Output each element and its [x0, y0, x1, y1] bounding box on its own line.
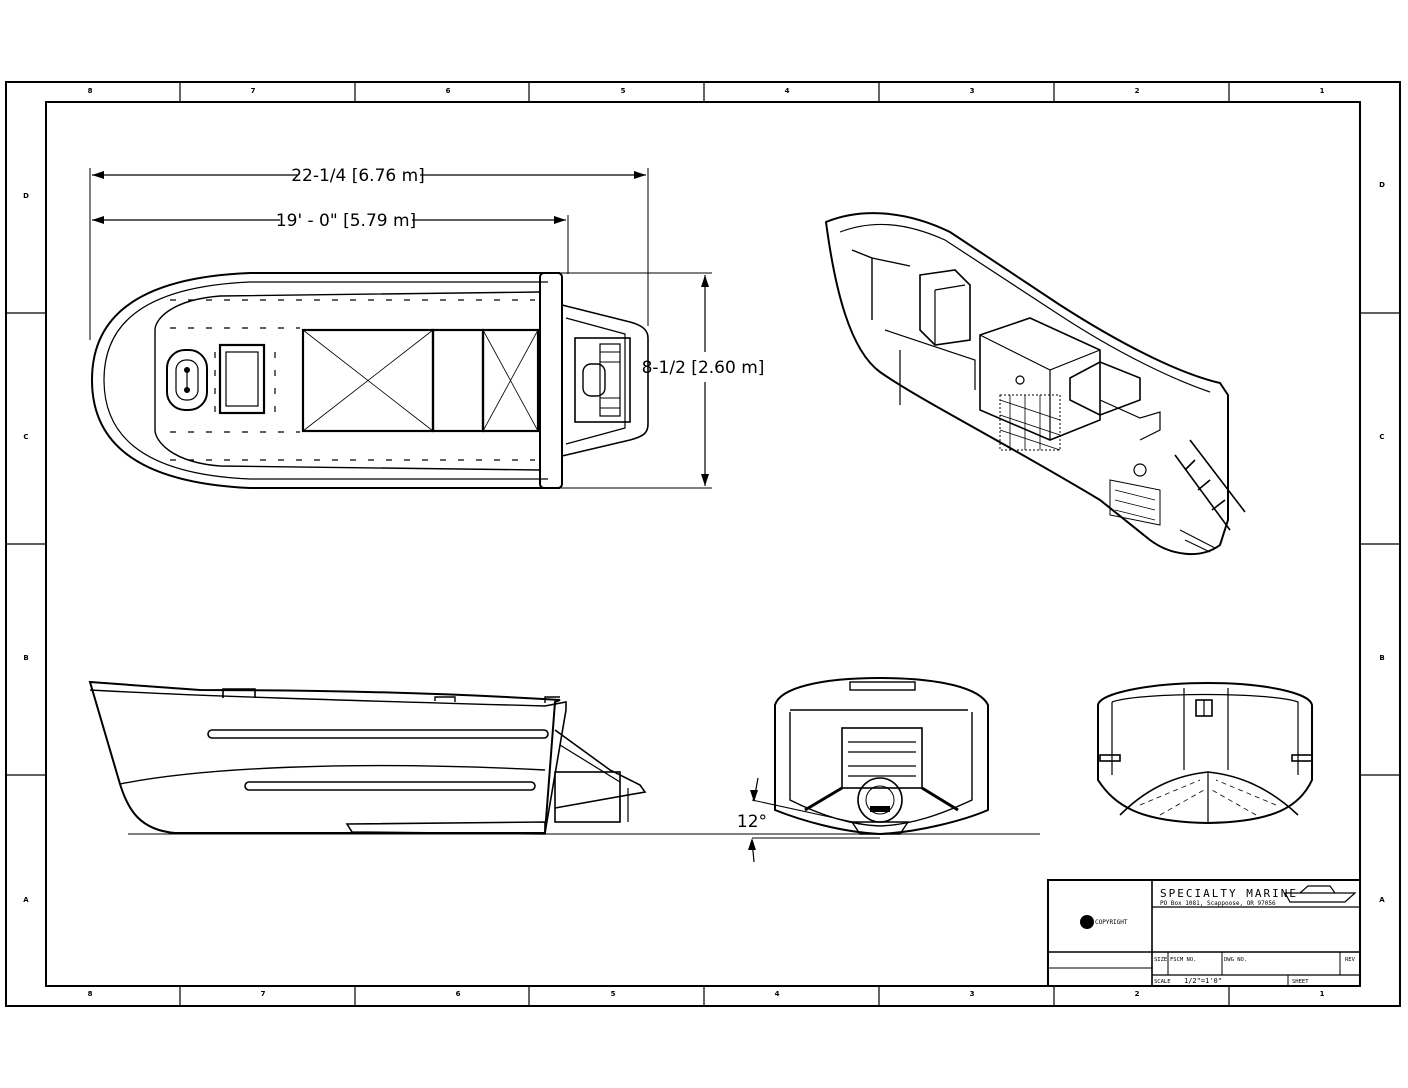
row-label: A	[23, 896, 29, 904]
sheet-label: SHEET	[1292, 979, 1309, 985]
plan-view	[89, 168, 712, 489]
company-name: SPECIALTY MARINE	[1160, 887, 1298, 900]
rev-label: REV	[1345, 957, 1356, 963]
dwg-label: DWG NO.	[1224, 957, 1247, 963]
col-label: 4	[785, 87, 790, 95]
col-label: 3	[970, 990, 975, 998]
col-label: 1	[1320, 990, 1325, 998]
copyright-label: COPYRIGHT	[1095, 919, 1128, 926]
side-view	[88, 680, 1040, 835]
company-address: PO Box 1081, Scappoose, OR 97056	[1160, 900, 1276, 907]
scale-value: 1/2"=1'0"	[1184, 977, 1222, 985]
deadrise-angle: 12°	[737, 812, 767, 832]
col-label: 7	[261, 990, 266, 998]
col-label: 2	[1135, 990, 1140, 998]
row-label: B	[23, 654, 28, 662]
zone-dividers	[6, 82, 1400, 1006]
isometric-view	[824, 212, 1246, 556]
row-label: C	[23, 433, 28, 441]
col-label: 5	[621, 87, 626, 95]
col-label: 2	[1135, 87, 1140, 95]
row-label: C	[1379, 433, 1384, 441]
col-label: 5	[611, 990, 616, 998]
stern-view	[748, 676, 989, 863]
size-label: SIZE	[1154, 957, 1167, 963]
fscm-label: FSCM NO.	[1170, 957, 1197, 963]
col-label: 1	[1320, 87, 1325, 95]
inner-border	[45, 101, 1361, 987]
row-label: D	[23, 192, 29, 200]
col-label: 4	[775, 990, 780, 998]
col-label: 8	[88, 990, 93, 998]
col-label: 8	[88, 87, 93, 95]
col-label: 6	[446, 87, 451, 95]
row-label: B	[1379, 654, 1384, 662]
col-label: 7	[251, 87, 256, 95]
col-label: 3	[970, 87, 975, 95]
hull-length-dimension: 19' - 0" [5.79 m]	[276, 211, 416, 231]
bow-view	[1097, 681, 1313, 825]
row-label: A	[1379, 896, 1385, 904]
beam-dimension: 8-1/2 [2.60 m]	[642, 358, 765, 378]
overall-length-dimension: 22-1/4 [6.76 m]	[291, 166, 425, 186]
title-block	[1047, 879, 1361, 987]
outer-border	[5, 81, 1401, 1007]
row-label: D	[1379, 181, 1385, 189]
scale-label: SCALE	[1154, 979, 1171, 985]
zone-labels: 8 7 6 5 4 3 2 1 8 7 6 5 4 3 2 1 D C B A …	[23, 87, 1385, 998]
col-label: 6	[456, 990, 461, 998]
